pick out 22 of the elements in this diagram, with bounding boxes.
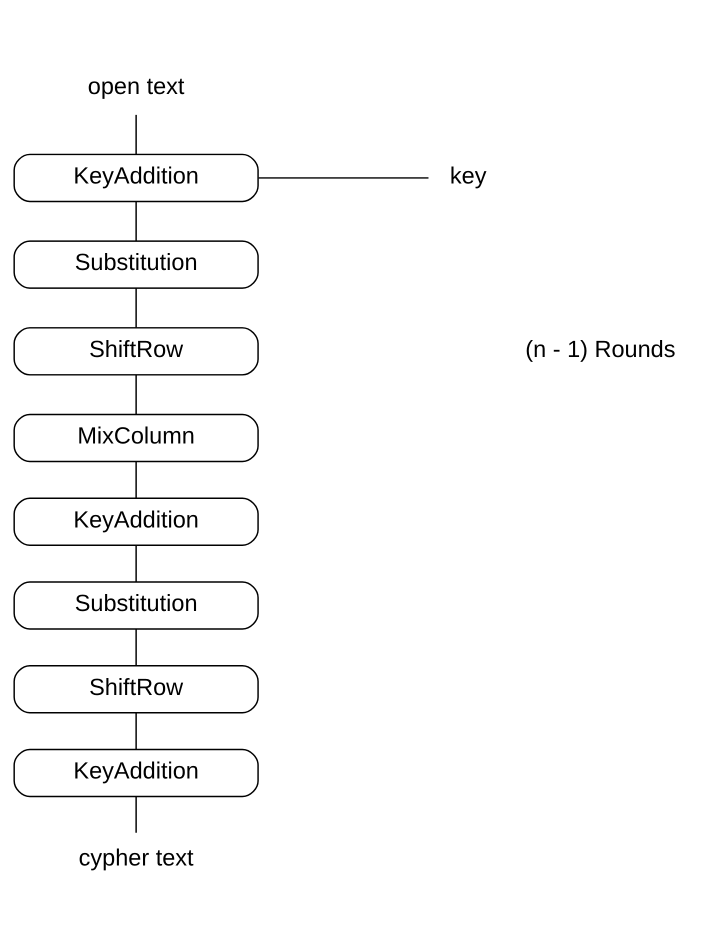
node-box: KeyAddition [13, 748, 259, 797]
connector [135, 796, 137, 832]
node-text: open text [88, 72, 184, 98]
connector [258, 176, 428, 178]
node-box: ShiftRow [13, 664, 259, 713]
connector [135, 114, 137, 154]
node-box: Substitution [13, 240, 259, 288]
connector [135, 201, 137, 240]
node-box: KeyAddition [13, 497, 259, 546]
node-box: ShiftRow [13, 326, 259, 376]
connector [135, 288, 137, 327]
connector [135, 374, 137, 414]
connector [135, 628, 137, 666]
node-box: MixColumn [13, 413, 259, 462]
connector [135, 461, 137, 498]
connector [135, 712, 137, 749]
node-box: Substitution [13, 580, 259, 630]
node-box: KeyAddition [13, 153, 259, 202]
node-text: key [450, 162, 486, 188]
connector [135, 544, 137, 582]
node-text: cypher text [78, 844, 194, 870]
label: (n - 1) Rounds [525, 335, 676, 362]
